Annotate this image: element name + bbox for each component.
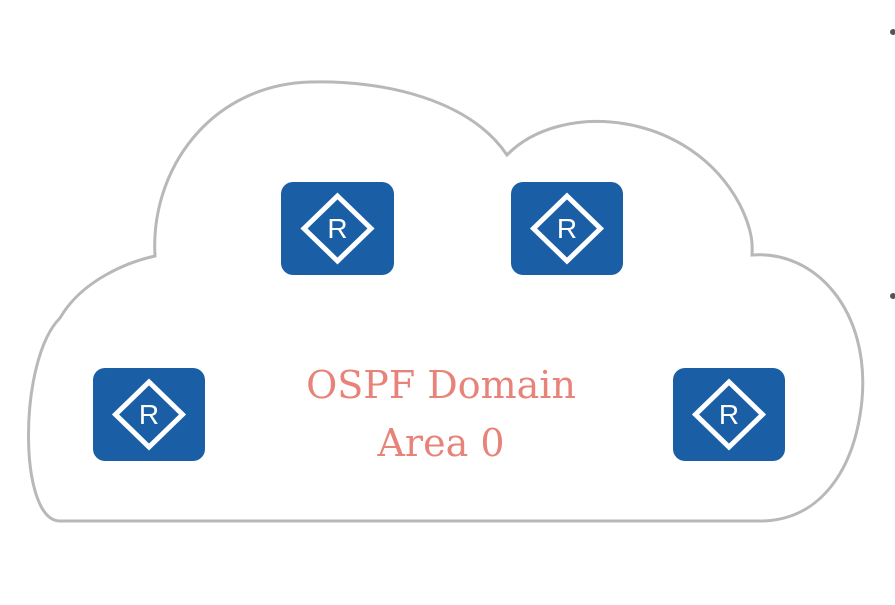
router-bottom-right[interactable]: R (673, 368, 785, 461)
router-icon-body (93, 368, 205, 461)
router-top-left[interactable]: R (281, 182, 394, 275)
router-icon-body (281, 182, 394, 275)
router-label: R (719, 399, 739, 430)
edge-dot-middle (890, 293, 895, 299)
edge-dot-top (890, 29, 895, 35)
router-label: R (139, 399, 159, 430)
router-bottom-left[interactable]: R (93, 368, 205, 461)
router-icon-body (673, 368, 785, 461)
router-diamond-icon (300, 192, 375, 265)
router-label: R (327, 213, 347, 244)
domain-title: OSPF Domain (306, 363, 576, 407)
area-title: Area 0 (376, 421, 504, 465)
router-icon-body (511, 182, 623, 275)
router-diamond-icon (111, 378, 187, 451)
router-diamond-icon (691, 378, 767, 451)
router-label: R (557, 213, 577, 244)
router-diamond-icon (529, 192, 605, 265)
router-top-right[interactable]: R (511, 182, 623, 275)
ospf-domain-cloud (27, 80, 865, 523)
